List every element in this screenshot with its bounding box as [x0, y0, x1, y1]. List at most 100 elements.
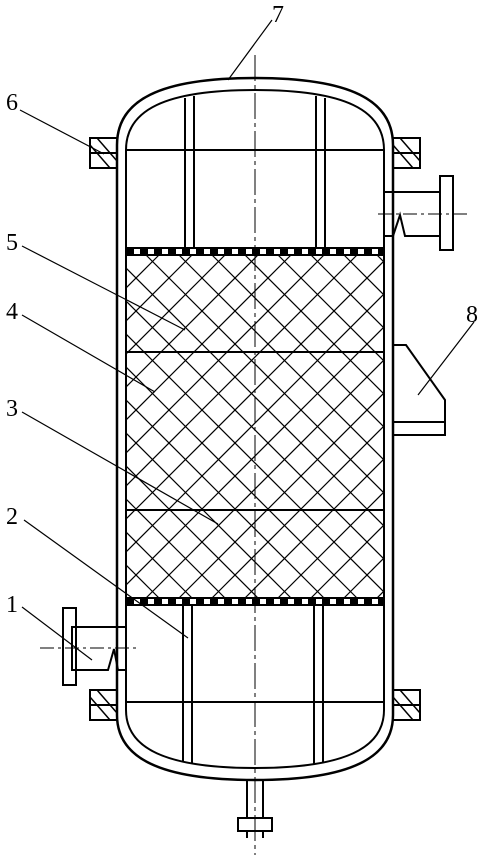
callout-7: 7: [272, 2, 284, 28]
callout-3: 3: [6, 396, 18, 422]
callout-labels: 1 2 3 4 5 6 7 8: [6, 2, 478, 618]
plate-hole: [246, 599, 252, 604]
plate-hole: [148, 249, 154, 254]
upper-distributor-plate: [126, 247, 384, 256]
upper-support-frame: [126, 96, 384, 250]
plate-hole: [274, 249, 280, 254]
side-bracket: [393, 344, 446, 436]
lug-top-left: [89, 137, 118, 169]
plate-hole: [162, 249, 168, 254]
hatch-line: [126, 255, 325, 454]
hatch-line: [178, 392, 384, 598]
hatch-line: [126, 255, 226, 355]
hatch-line: [126, 255, 358, 487]
plate-hole: [344, 249, 350, 254]
hatch-line: [277, 491, 384, 598]
leader-2: [23, 519, 189, 639]
plate-hole: [148, 599, 154, 604]
hatch-line: [126, 255, 160, 289]
lower-support-frame: [126, 606, 384, 764]
plate-hole: [316, 599, 322, 604]
plate-hole: [218, 249, 224, 254]
callout-6: 6: [6, 90, 18, 116]
callout-1: 1: [6, 592, 18, 618]
hatch-line: [126, 498, 226, 598]
plate-hole: [358, 599, 364, 604]
plate-hole: [176, 249, 182, 254]
leader-1: [21, 606, 93, 661]
leader-4: [21, 314, 156, 393]
leader-5: [21, 245, 186, 331]
callout-4: 4: [6, 299, 18, 325]
hatch-line: [178, 255, 384, 461]
hatch-line: [126, 564, 160, 598]
lug-bottom-right: [392, 689, 421, 721]
callout-2: 2: [6, 504, 18, 530]
support-lugs: [89, 137, 421, 721]
hatch-line: [244, 458, 384, 598]
outlet-nozzle-right: [378, 175, 470, 251]
plate-hole: [330, 599, 336, 604]
lower-plate-holes: [134, 599, 378, 604]
callout-8: 8: [466, 302, 478, 328]
bottom-drain-nozzle: [237, 780, 273, 838]
hatch-line: [126, 326, 384, 586]
leader-lines: [19, 19, 475, 661]
hatch-line: [126, 597, 127, 598]
plate-hole: [330, 249, 336, 254]
plate-hole: [316, 249, 322, 254]
hatch-line: [244, 255, 384, 395]
hatch-line: [126, 255, 127, 256]
hatch-line: [126, 260, 384, 520]
inlet-nozzle-left: [40, 607, 140, 686]
plate-hole: [288, 249, 294, 254]
hatch-line: [126, 399, 325, 598]
plate-hole: [372, 249, 378, 254]
plate-hole: [190, 249, 196, 254]
plate-hole: [162, 599, 168, 604]
hatch-line: [126, 255, 193, 322]
hatch-line: [126, 293, 384, 553]
leader-7: [227, 19, 273, 81]
plate-hole: [204, 599, 210, 604]
plate-hole: [260, 249, 266, 254]
lower-support-plate: [126, 597, 384, 606]
plate-hole: [232, 599, 238, 604]
plate-hole: [204, 249, 210, 254]
plate-hole: [260, 599, 266, 604]
plate-hole: [246, 249, 252, 254]
hatch-line: [145, 359, 384, 598]
plate-hole: [176, 599, 182, 604]
plate-hole: [302, 249, 308, 254]
leader-8: [417, 321, 475, 396]
hatch-line: [126, 255, 259, 388]
plate-hole: [358, 249, 364, 254]
hatch-line: [126, 465, 259, 598]
hatch-line: [126, 255, 292, 421]
plate-hole: [134, 249, 140, 254]
vessel-shell-inner: [125, 88, 385, 770]
hatch-line: [126, 432, 292, 598]
plate-hole: [274, 599, 280, 604]
hatch-line: [310, 255, 384, 329]
lug-top-right: [392, 137, 421, 169]
hatch-line: [126, 531, 193, 598]
hatch-line: [310, 524, 384, 598]
hatch-line: [211, 425, 384, 598]
upper-plate-holes: [134, 249, 378, 254]
plate-hole: [302, 599, 308, 604]
lug-bottom-left: [89, 689, 118, 721]
hatch-line: [277, 255, 384, 362]
packing-bed: [125, 254, 385, 599]
plate-hole: [372, 599, 378, 604]
plate-hole: [344, 599, 350, 604]
plate-hole: [218, 599, 224, 604]
plate-hole: [288, 599, 294, 604]
leader-6: [19, 109, 105, 155]
plate-hole: [232, 249, 238, 254]
leader-3: [21, 411, 219, 525]
callout-5: 5: [6, 230, 18, 256]
plate-hole: [190, 599, 196, 604]
